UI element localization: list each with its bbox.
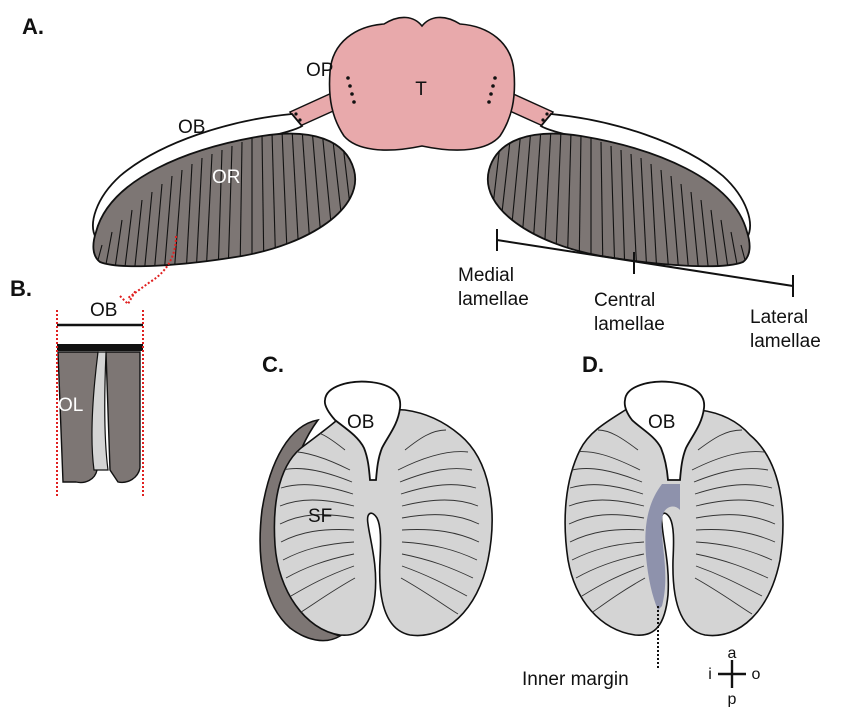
lateral-lamellae-label: Lateral lamellae: [750, 307, 821, 352]
olfactory-rosette-right: [488, 134, 750, 267]
panel-c: OB SF: [260, 382, 492, 641]
panel-b: OB OL: [57, 300, 143, 496]
bulb-cap: [57, 344, 143, 351]
panel-c-label: C.: [262, 352, 284, 377]
olfactory-lamella-label: OL: [58, 395, 83, 416]
lamella-section-right: [106, 352, 140, 482]
compass-posterior: p: [728, 691, 737, 707]
panel-a: T OP OB OR: [93, 17, 821, 352]
orientation-compass: a p i o: [708, 645, 760, 707]
olfactory-rosette-left: [93, 134, 355, 267]
medial-lamellae-label: Medial lamellae: [458, 265, 529, 310]
olfactory-bulb-label: OB: [178, 117, 205, 138]
inner-margin-label: Inner margin: [522, 669, 629, 690]
compass-anterior: a: [728, 645, 737, 662]
optic-pedicle-label: OP: [306, 60, 333, 81]
sensory-field-label: SF: [308, 506, 332, 527]
compass-inner: i: [708, 666, 712, 683]
olfactory-bulb-label-d: OB: [648, 412, 675, 433]
compass-outer: o: [752, 666, 761, 683]
tectum-label: T: [415, 79, 427, 100]
panel-d-label: D.: [582, 352, 604, 377]
panel-b-label: B.: [10, 276, 32, 301]
olfactory-bulb-label-c: OB: [347, 412, 374, 433]
central-lamellae-label: Central lamellae: [594, 290, 665, 335]
panel-a-label: A.: [22, 14, 44, 39]
olfactory-rosette-label: OR: [212, 167, 241, 188]
panel-d: OB Inner margin a p i o: [522, 382, 783, 707]
olfactory-bulb-label-b: OB: [90, 300, 117, 321]
